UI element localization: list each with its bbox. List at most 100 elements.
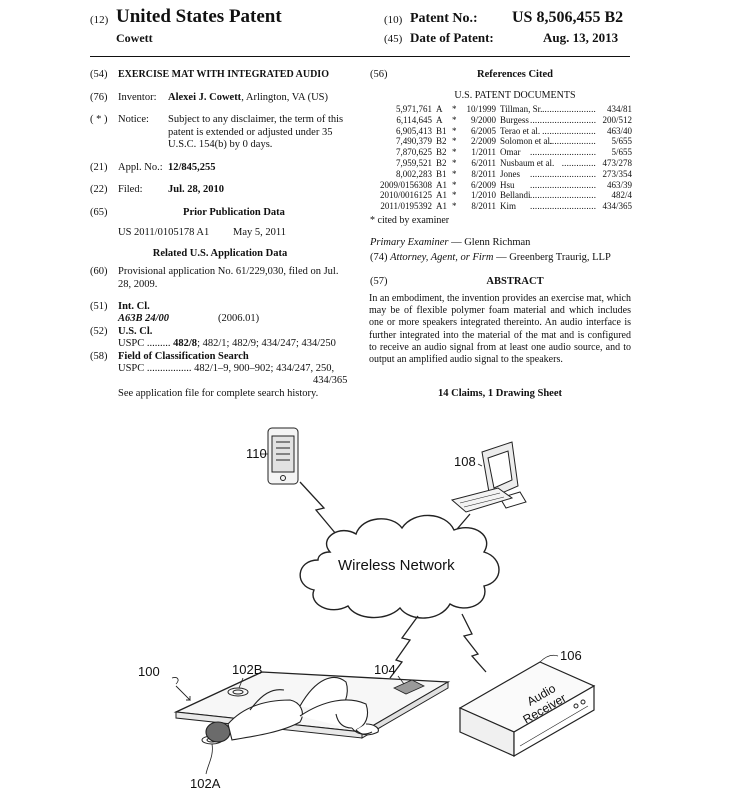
reference-kind: B1: [436, 125, 447, 136]
reference-dots: ...................: [549, 136, 596, 147]
inventor-location: , Arlington, VA (US): [241, 92, 329, 103]
reference-dots: ...............................: [530, 190, 596, 201]
reference-dots: ............................: [530, 114, 596, 125]
field-code-52: (52): [90, 326, 108, 337]
patent-no-code: (10): [384, 14, 403, 26]
inventor-line: Alexei J. Cowett, Arlington, VA (US): [168, 92, 328, 105]
reference-dots: ................................: [530, 168, 596, 179]
reference-date: 8/2011: [471, 201, 496, 212]
ref-label-102a: 102A: [190, 776, 221, 791]
class-search-line: USPC ................. 482/1–9, 900–902;…: [118, 363, 334, 376]
appl-no-label: Appl. No.:: [118, 162, 163, 173]
reference-star: *: [452, 125, 457, 136]
leader-108: [477, 463, 483, 467]
reference-star: *: [452, 136, 457, 147]
reference-dots: ......................: [542, 104, 596, 114]
reference-cls: 200/512: [602, 114, 632, 125]
reference-name: Tillman, Sr.: [500, 104, 543, 114]
uspc-dots: .........: [146, 338, 171, 349]
field-code-65: (65): [90, 207, 108, 218]
header-rule: [90, 56, 630, 57]
inventor-surname: Cowett: [116, 31, 153, 45]
reference-date: 10/1999: [466, 104, 496, 114]
examiner-name: — Glenn Richman: [448, 237, 531, 248]
notice-line: patent is extended or adjusted under 35: [168, 126, 333, 138]
reference-cls: 434/365: [602, 201, 632, 212]
notice-line: U.S.C. 154(b) by 0 days.: [168, 139, 273, 150]
inventor-name: Alexei J. Cowett: [168, 92, 242, 103]
leader-102a: [205, 743, 213, 775]
filed-label: Filed:: [118, 184, 143, 195]
class-search-label: Field of Classification Search: [118, 351, 249, 362]
reference-no: 2011/0195392: [380, 201, 432, 212]
reference-cls: 434/81: [606, 104, 632, 114]
reference-dots: ..............: [561, 158, 596, 168]
reference-cls: 482/4: [611, 190, 632, 201]
reference-date: 9/2000: [470, 114, 496, 125]
cited-note: * cited by examiner: [370, 215, 450, 226]
reference-no: 7,959,521: [396, 158, 432, 168]
ref-label-104: 104: [374, 662, 396, 677]
notice-label: Notice:: [118, 114, 149, 125]
reference-kind: B1: [436, 168, 447, 179]
inventor-label: Inventor:: [118, 92, 157, 103]
reference-kind: A1: [436, 201, 447, 212]
reference-row: 5,971,761 A * 10/1999 Tillman, Sr...........…: [370, 104, 632, 115]
reference-no: 2009/0156308: [379, 179, 432, 190]
reference-name: Terao et al.: [500, 125, 541, 136]
audio-receiver-icon: [458, 661, 596, 758]
reference-no: 6,905,413: [396, 125, 432, 136]
attorney-value: — Greenberg Traurig, LLP: [493, 252, 611, 263]
ref-label-106: 106: [560, 648, 582, 663]
us-cl-label: U.S. Cl.: [118, 326, 153, 337]
prior-pub-number: US 2011/0105178 A1: [118, 227, 210, 238]
document-title: United States Patent: [116, 6, 282, 27]
reference-dots: ....................................: [530, 147, 596, 158]
reference-name: Solomon et al.: [500, 136, 553, 147]
reference-no: 7,490,379: [396, 136, 432, 147]
us-cl-line: USPC ......... 482/8; 482/1; 482/9; 434/…: [118, 338, 336, 351]
search-uspc-values: 482/1–9, 900–902; 434/247, 250,: [194, 363, 335, 374]
reference-date: 6/2005: [470, 125, 496, 136]
reference-date: 1/2011: [471, 147, 496, 158]
claims-line: 14 Claims, 1 Drawing Sheet: [438, 388, 562, 399]
attorney-line: (74) Attorney, Agent, or Firm — Greenber…: [370, 252, 611, 265]
field-code-76: (76): [90, 92, 108, 103]
reference-name: Bellandi: [500, 190, 531, 201]
reference-star: *: [452, 190, 457, 201]
notice-text: Subject to any disclaimer, the term of t…: [168, 114, 350, 152]
reference-star: *: [452, 114, 457, 125]
reference-no: 5,971,761: [396, 104, 432, 114]
invention-title: EXERCISE MAT WITH INTEGRATED AUDIO: [118, 69, 329, 80]
us-patent-docs-heading: U.S. PATENT DOCUMENTS: [454, 90, 576, 101]
patent-drawing: 110 108 Wireless Network 100 102B 104 10…: [138, 427, 596, 791]
date-code: (45): [384, 33, 403, 45]
person-figure-icon: [205, 677, 379, 743]
examiner-label: Primary Examiner: [370, 237, 449, 248]
field-code-57: (57): [370, 276, 388, 287]
uspc-primary: 482/8: [173, 338, 198, 349]
wireless-network-cloud: [299, 514, 500, 619]
patent-number: US 8,506,455 B2: [512, 9, 624, 26]
appl-no-value: 12/845,255: [168, 162, 216, 173]
reference-star: *: [452, 201, 457, 212]
prior-pub-date: May 5, 2011: [233, 227, 286, 238]
reference-kind: A: [436, 114, 443, 125]
class-search-line2: 434/365: [313, 375, 348, 386]
leader-106: [539, 654, 559, 663]
reference-star: *: [452, 104, 457, 114]
leader-104: [397, 675, 405, 685]
reference-kind: A: [436, 104, 443, 114]
int-cl-date: (2006.01): [218, 313, 260, 324]
reference-date: 6/2009: [470, 179, 496, 190]
reference-kind: A1: [436, 190, 447, 201]
ref-label-110: 110: [246, 446, 267, 461]
reference-name: Jones: [500, 168, 520, 179]
ref-label-100: 100: [138, 664, 160, 679]
